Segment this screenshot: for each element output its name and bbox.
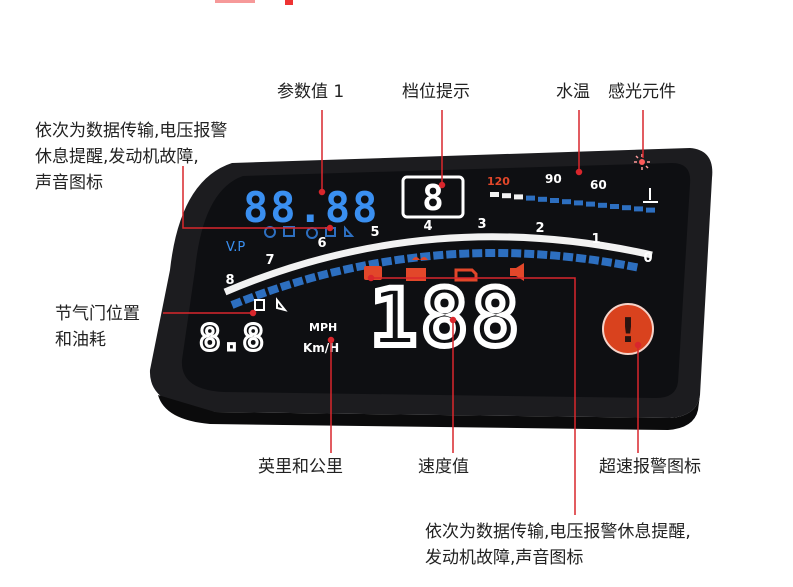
rpm-tick-4: 4 — [423, 219, 432, 234]
water-temp-segment — [562, 199, 571, 205]
label-speed-value: 速度值 — [418, 457, 469, 477]
water-tick-90: 90 — [545, 172, 562, 186]
rpm-tick-0: 0 — [643, 251, 652, 266]
gear-digit: 8 — [422, 178, 444, 219]
label-throttle: 节气门位置 和油耗 — [55, 301, 140, 353]
label-left-icons-line2: 休息提醒,发动机故障, — [35, 147, 199, 167]
rpm-arc-white — [223, 233, 653, 296]
unit-kmh: Km/H — [303, 341, 339, 355]
label-left-icons-line1: 依次为数据传输,电压报警 — [35, 121, 228, 141]
water-temp-segment — [490, 192, 499, 197]
rpm-tick-1: 1 — [591, 232, 600, 247]
rpm-tick-5: 5 — [370, 225, 379, 240]
water-temp-bar — [490, 192, 655, 213]
alert-exclamation: ! — [620, 311, 636, 351]
label-left-icons: 依次为数据传输,电压报警 休息提醒,发动机故障, 声音图标 — [35, 118, 227, 196]
label-water-temp: 水温 — [556, 82, 590, 102]
water-temp-segment — [598, 202, 607, 208]
water-temp-segment — [526, 195, 535, 201]
overspeed-alert-icon — [602, 303, 654, 355]
rpm-tick-7: 7 — [265, 253, 274, 268]
volt-label: V.P — [226, 240, 245, 255]
gear-box — [401, 175, 465, 219]
label-throttle-line1: 节气门位置 — [55, 304, 140, 324]
water-temp-segment — [610, 204, 619, 209]
label-param-value: 参数值 1 — [277, 82, 345, 102]
water-temp-segment — [646, 207, 655, 213]
rpm-tick-labels: 8 7 6 5 4 3 2 1 0 — [225, 217, 652, 288]
rpm-tick-8: 8 — [225, 273, 234, 288]
pointer-lines — [163, 110, 644, 515]
label-bottom-icons-line1: 依次为数据传输,电压报警休息提醒, — [425, 522, 691, 542]
rest-reminder-icon — [412, 257, 428, 260]
sound-icon — [510, 263, 524, 281]
water-temp-segment — [574, 200, 583, 206]
label-throttle-line2: 和油耗 — [55, 330, 106, 350]
rpm-tick-2: 2 — [535, 221, 544, 236]
label-units: 英里和公里 — [258, 457, 343, 477]
light-sensor-icon — [634, 154, 650, 170]
label-left-icons-line3: 声音图标 — [35, 173, 103, 193]
hud-body-edge — [158, 395, 700, 430]
rpm-arc-blue — [230, 249, 641, 309]
label-bottom-icons: 依次为数据传输,电压报警休息提醒, 发动机故障,声音图标 — [425, 519, 691, 571]
hud-screen — [181, 163, 691, 398]
water-temp-segment — [622, 205, 631, 211]
rpm-tick-6: 6 — [317, 236, 326, 251]
top-red-mark — [205, 0, 315, 6]
label-light-sensor: 感光元件 — [608, 82, 676, 102]
label-gear-hint: 档位提示 — [402, 82, 470, 102]
water-temp-segment — [538, 196, 547, 202]
water-temp-segment — [586, 201, 595, 207]
water-temp-segment — [514, 194, 523, 200]
rpm-tick-3: 3 — [477, 217, 486, 232]
water-temp-segment — [550, 198, 559, 203]
water-tick-60: 60 — [590, 178, 607, 192]
label-bottom-icons-line2: 发动机故障,声音图标 — [425, 548, 584, 568]
water-temp-segment — [502, 193, 511, 199]
water-tick-120: 120 — [487, 175, 510, 188]
label-overspeed: 超速报警图标 — [599, 457, 701, 477]
thermometer-icon — [643, 188, 658, 203]
fuel-icon — [254, 297, 288, 312]
unit-mph: MPH — [309, 321, 337, 334]
throttle-digits: 8.8 — [199, 318, 264, 359]
speed-digits: 188 — [370, 274, 523, 364]
param-digits: 88.88 — [243, 183, 379, 232]
water-temp-segment — [634, 206, 643, 212]
